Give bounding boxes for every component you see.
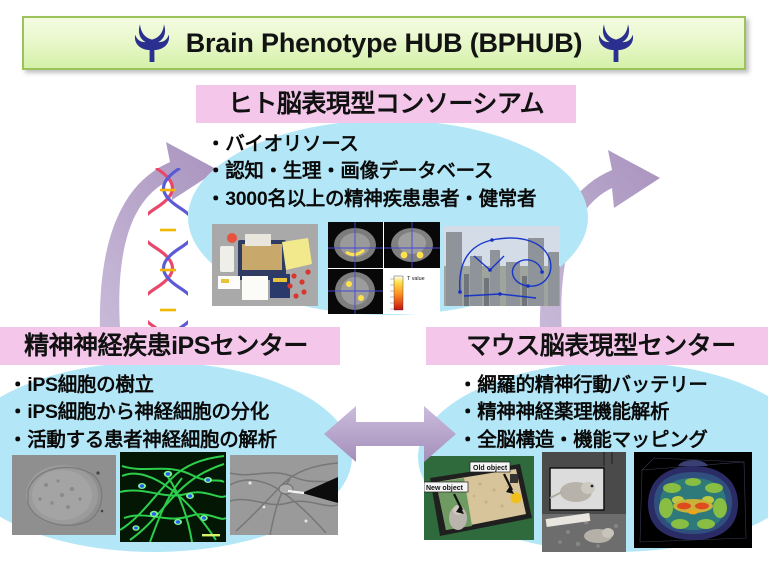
ips-center-bullet-3: ・活動する患者神経細胞の解析 (8, 428, 277, 451)
mouse-center-bullet-1: ・網羅的精神行動バッテリー (458, 374, 708, 396)
whole-brain-mapping-photo (634, 452, 752, 548)
ips-center-bullet-1: ・iPS細胞の樹立 (8, 374, 154, 396)
mouse-center-bullet-3: ・全脳構造・機能マッピング (458, 428, 708, 451)
mouse-home-cage-monitoring-photo (542, 452, 626, 552)
fmri-brain-scans-photo: T value (328, 222, 440, 314)
mouse-center-bullet-list: ・網羅的精神行動バッテリー ・精神神経薬理機能解析 ・全脳構造・機能マッピング (458, 372, 708, 454)
mouse-center-title-banner: マウス脳表現型センター (426, 327, 768, 365)
consortium-bullet-1: ・バイオリソース (206, 133, 359, 155)
patch-clamp-neuron-photo (230, 455, 338, 535)
curved-arrow-up-left-icon (539, 150, 660, 340)
new-object-label: New object (426, 485, 464, 492)
ips-center-title-banner: 精神神経疾患iPSセンター (0, 327, 340, 365)
mouse-center-bullet-2: ・精神神経薬理機能解析 (458, 401, 670, 424)
neuron-immunofluorescence-photo (120, 452, 226, 542)
bioresource-kit-photo (212, 224, 318, 306)
ips-center-title: 精神神経疾患iPSセンター (24, 331, 308, 360)
ips-center-bullet-list: ・iPS細胞の樹立 ・iPS細胞から神経細胞の分化 ・活動する患者神経細胞の解析 (8, 372, 277, 454)
t-value-colorbar-label: T value (407, 276, 425, 282)
header-banner: Brain Phenotype HUB (BPHUB) (22, 16, 746, 70)
ips-center-bullet-2: ・iPS細胞から神経細胞の分化 (8, 401, 269, 424)
page-title: Brain Phenotype HUB (BPHUB) (185, 27, 583, 58)
old-object-label: Old object (473, 465, 508, 472)
consortium-title: ヒト脳表現型コンソーシアム (227, 89, 545, 118)
mouse-center-title: マウス脳表現型センター (466, 331, 736, 360)
consortium-title-banner: ヒト脳表現型コンソーシアム (196, 85, 576, 123)
osaka-university-logo-left (134, 24, 169, 62)
consortium-bullet-3: ・3000名以上の精神疾患患者・健常者 (206, 187, 537, 210)
consortium-bullet-2: ・認知・生理・画像データベース (206, 160, 494, 183)
double-headed-arrow-horizontal-icon (324, 406, 456, 462)
osaka-university-logo-right (599, 24, 634, 62)
novel-object-recognition-photo: Old object New object (424, 456, 534, 540)
consortium-bullet-list: ・バイオリソース ・認知・生理・画像データベース ・3000名以上の精神疾患患者… (206, 131, 536, 213)
ips-colony-phase-contrast-photo (12, 455, 116, 535)
dna-double-helix-illustration (148, 168, 188, 328)
curved-arrow-up-right-icon (99, 142, 218, 334)
eye-tracking-cityscape-photo (444, 226, 560, 306)
